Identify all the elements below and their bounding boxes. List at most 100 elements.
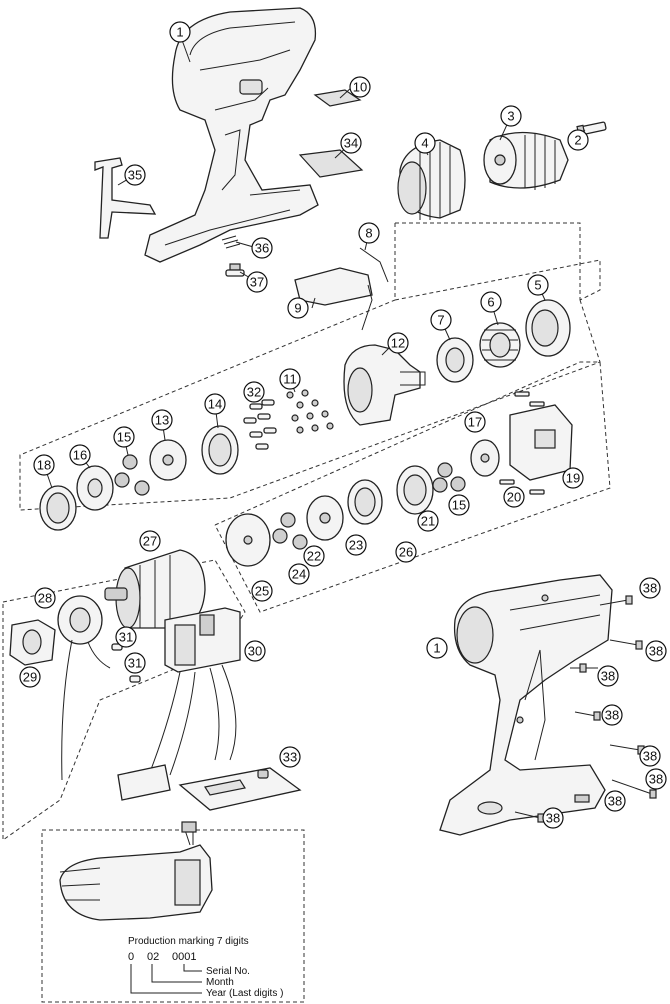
gear-housing-19	[509, 404, 573, 481]
ring-18	[39, 485, 77, 531]
spring-6	[479, 322, 521, 368]
callout-38d: 38	[601, 704, 623, 726]
callout-32: 32	[243, 381, 265, 403]
lock-plate-9	[294, 267, 373, 306]
callout-22: 22	[303, 545, 325, 567]
motor-leads	[61, 639, 111, 781]
svg-text:24: 24	[292, 567, 306, 582]
callout-19: 19	[562, 467, 584, 489]
callout-27: 27	[139, 530, 161, 552]
callout-36: 36	[251, 237, 273, 259]
callout-31a: 31	[115, 626, 137, 648]
svg-text:4: 4	[421, 136, 428, 151]
svg-text:34: 34	[344, 136, 358, 151]
svg-text:6: 6	[487, 295, 494, 310]
callout-11: 11	[279, 368, 301, 390]
callout-38a: 38	[639, 577, 661, 599]
spring-36	[221, 235, 241, 249]
carrier-22	[306, 495, 344, 541]
callout-26: 26	[395, 541, 417, 563]
svg-text:17: 17	[468, 415, 482, 430]
planet-gears-15a	[114, 454, 150, 496]
svg-text:25: 25	[255, 584, 269, 599]
svg-text:22: 22	[307, 549, 321, 564]
callout-31b: 31	[124, 652, 146, 674]
callout-2: 2	[567, 129, 589, 151]
callout-18: 18	[33, 454, 55, 476]
svg-text:19: 19	[566, 471, 580, 486]
svg-text:38: 38	[649, 772, 663, 787]
svg-text:31: 31	[128, 656, 142, 671]
svg-text:7: 7	[437, 313, 444, 328]
svg-text:13: 13	[155, 413, 169, 428]
callout-38g: 38	[604, 790, 626, 812]
callout-13: 13	[151, 409, 173, 431]
svg-text:32: 32	[247, 385, 261, 400]
svg-text:18: 18	[37, 458, 51, 473]
svg-text:1: 1	[433, 641, 440, 656]
svg-text:36: 36	[255, 241, 269, 256]
planet-carrier-13	[149, 439, 187, 481]
planet-gears-15b	[432, 462, 466, 493]
svg-text:5: 5	[534, 278, 541, 293]
digit-serial: 0001	[172, 951, 196, 963]
callout-17: 17	[464, 411, 486, 433]
brush-holder-28	[57, 595, 103, 645]
svg-text:14: 14	[208, 397, 222, 412]
motor-27	[104, 549, 206, 629]
svg-text:11: 11	[283, 372, 297, 387]
callout-5: 5	[527, 274, 549, 296]
callout-38e: 38	[639, 745, 661, 767]
svg-text:8: 8	[365, 226, 372, 241]
callout-25: 25	[251, 580, 273, 602]
svg-text:38: 38	[546, 811, 560, 826]
svg-text:1: 1	[176, 25, 183, 40]
spring-clip-8	[359, 247, 389, 283]
production-marking-title: Production marking 7 digits	[128, 936, 249, 947]
terminal-block	[117, 764, 171, 801]
svg-text:3: 3	[507, 109, 514, 124]
callout-4: 4	[414, 132, 436, 154]
callout-29: 29	[19, 666, 41, 688]
callout-23: 23	[345, 534, 367, 556]
gear-case-12	[343, 344, 426, 426]
svg-text:2: 2	[574, 133, 581, 148]
switch-30	[164, 607, 241, 673]
callout-33: 33	[279, 746, 301, 768]
svg-text:38: 38	[643, 749, 657, 764]
screw-37	[225, 263, 245, 277]
leader-lines	[43, 39, 586, 489]
svg-text:26: 26	[399, 545, 413, 560]
screws-31	[111, 643, 141, 683]
switch-wires	[149, 664, 237, 776]
callout-1b: 1	[426, 637, 448, 659]
callout-7: 7	[430, 309, 452, 331]
svg-text:38: 38	[643, 581, 657, 596]
svg-text:38: 38	[605, 708, 619, 723]
label-year: Year (Last digits )	[206, 988, 283, 999]
drill-outline-illustration	[59, 821, 213, 921]
callout-12: 12	[387, 332, 409, 354]
svg-text:12: 12	[391, 336, 405, 351]
svg-text:20: 20	[507, 490, 521, 505]
pad-34	[298, 149, 364, 178]
digit-year: 0	[128, 951, 134, 963]
svg-text:10: 10	[353, 80, 367, 95]
callout-16: 16	[69, 444, 91, 466]
gearbox-group-boundary	[2, 222, 611, 841]
ring-23	[347, 479, 383, 525]
chuck-sleeve-4	[397, 139, 466, 220]
screws-20	[499, 391, 545, 495]
svg-text:38: 38	[649, 644, 663, 659]
left-housing-half	[144, 7, 319, 263]
sun-gear-17	[470, 439, 500, 477]
callout-3: 3	[500, 105, 522, 127]
svg-text:38: 38	[601, 669, 615, 684]
callout-38c: 38	[597, 665, 619, 687]
callout-6: 6	[480, 291, 502, 313]
svg-text:21: 21	[421, 514, 435, 529]
svg-text:29: 29	[23, 670, 37, 685]
callout-15a: 15	[113, 426, 135, 448]
clutch-ring-5	[525, 299, 571, 357]
callout-21: 21	[417, 510, 439, 532]
